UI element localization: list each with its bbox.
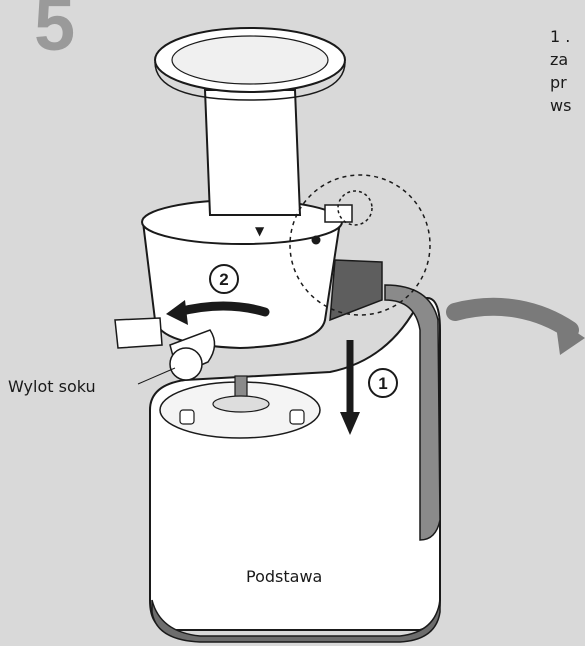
step-one-label: 1	[378, 374, 387, 393]
juice-outlet-label: Wylot soku	[8, 377, 96, 396]
step-two-label: 2	[219, 270, 228, 289]
outlet-leader-line	[138, 368, 175, 384]
alignment-mark: ▼	[255, 224, 265, 238]
alignment-dot	[312, 236, 321, 245]
base-label: Podstawa	[246, 567, 322, 586]
juicing-bowl	[115, 28, 352, 380]
direction-arrow-right	[455, 307, 570, 330]
